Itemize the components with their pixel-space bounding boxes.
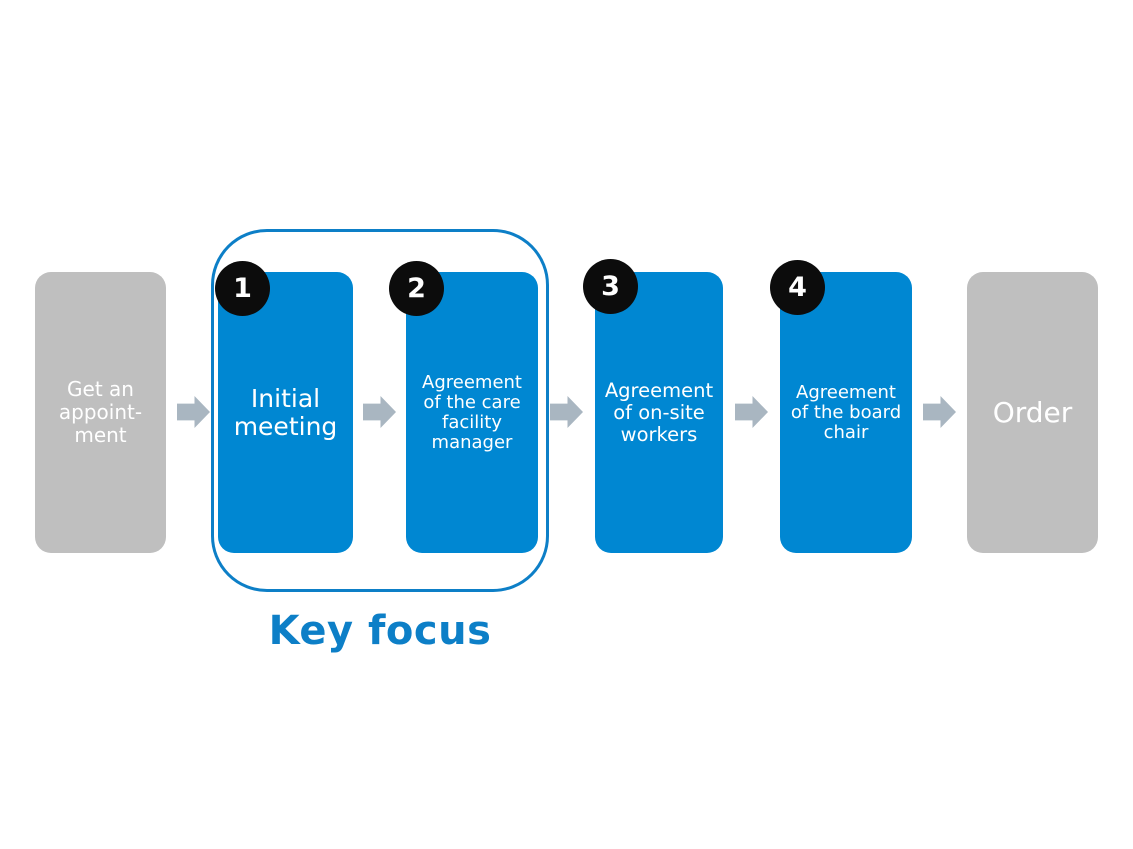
key-focus-outline — [211, 229, 549, 592]
step-box-get-appointment: Get an appoint- ment — [35, 272, 166, 553]
step-number-badge-2: 2 — [389, 261, 444, 316]
step-box-initial-meeting: Initial meeting — [218, 272, 353, 553]
step-number-badge-4: 4 — [770, 260, 825, 315]
step-box-order: Order — [967, 272, 1098, 553]
step-box-on-site-workers: Agreement of on-site workers — [595, 272, 723, 553]
right-arrow-icon — [735, 396, 768, 428]
key-focus-label: Key focus — [268, 608, 492, 654]
step-box-care-facility-manager: Agreement of the care facility manager — [406, 272, 538, 553]
step-box-board-chair: Agreement of the board chair — [780, 272, 912, 553]
right-arrow-icon — [177, 396, 210, 428]
step-label: Agreement of the care facility manager — [422, 371, 522, 453]
right-arrow-icon — [550, 396, 583, 428]
right-arrow-icon — [923, 396, 956, 428]
step-label: Get an appoint- ment — [58, 377, 143, 447]
step-number-badge-1: 1 — [215, 261, 270, 316]
step-label: Initial meeting — [233, 383, 338, 441]
step-label: Agreement of the board chair — [790, 381, 902, 443]
step-number-badge-3: 3 — [583, 259, 638, 314]
step-label: Agreement of on-site workers — [604, 378, 714, 446]
step-label: Order — [992, 395, 1073, 429]
